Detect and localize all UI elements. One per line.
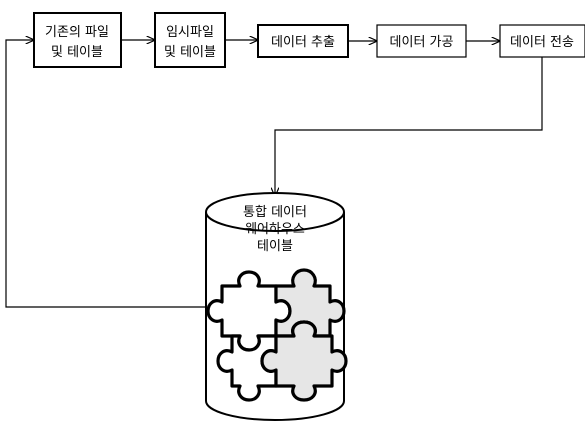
step-label-line: 데이터 가공	[390, 35, 454, 50]
step-temp-files-tables: 임시파일 및 테이블	[155, 13, 225, 67]
warehouse-label-line: 웨어하우스	[245, 222, 305, 237]
step-label-line: 및 테이블	[51, 45, 103, 60]
step-data-extraction: 데이터 추출	[258, 25, 348, 57]
arrow-transfer-to-warehouse	[275, 57, 542, 196]
step-label-line: 데이터 전송	[510, 35, 574, 50]
warehouse-label-line: 테이블	[257, 239, 293, 254]
step-existing-files-tables: 기존의 파일 및 테이블	[34, 13, 121, 67]
step-data-processing: 데이터 가공	[377, 25, 466, 57]
step-label-line: 기존의 파일	[45, 25, 109, 40]
arrow-warehouse-to-existing	[6, 40, 206, 307]
step-label-line: 임시파일	[166, 25, 214, 40]
step-data-transfer: 데이터 전송	[500, 25, 585, 57]
step-label-line: 데이터 추출	[271, 35, 335, 50]
step-label-line: 및 테이블	[164, 45, 216, 60]
warehouse-label-line: 통합 데이터	[243, 205, 307, 220]
